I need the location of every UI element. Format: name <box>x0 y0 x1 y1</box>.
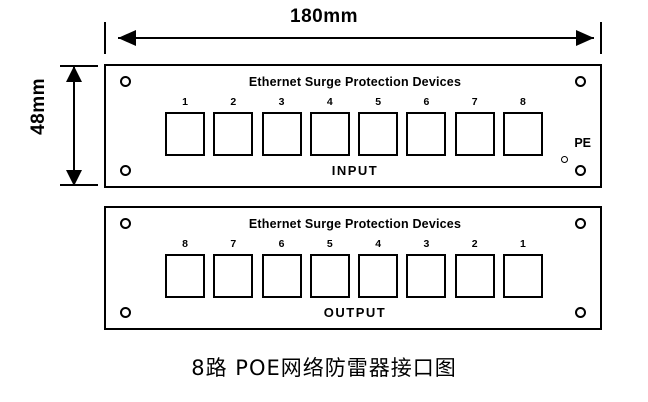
pe-terminal-label: PE <box>574 136 591 150</box>
arrow-down-icon <box>66 170 82 186</box>
rj45-port-icon <box>309 254 350 298</box>
screw-hole-icon <box>120 218 131 229</box>
panel-footer-input: INPUT <box>331 163 379 178</box>
panel-title: Ethernet Surge Protection Devices <box>248 75 462 89</box>
port-item[interactable]: 7 <box>212 238 254 302</box>
arrow-up-icon <box>66 66 82 82</box>
port-item[interactable]: 1 <box>502 238 544 302</box>
rj45-port-icon <box>213 254 254 298</box>
rj45-port-icon <box>309 112 350 156</box>
port-item[interactable]: 1 <box>164 96 206 160</box>
port-number: 8 <box>182 238 188 250</box>
port-number: 5 <box>375 96 382 108</box>
port-row-output: 8 7 6 5 4 3 2 <box>164 238 544 302</box>
port-number: 1 <box>182 96 188 108</box>
port-number: 6 <box>423 96 430 108</box>
pe-terminal-icon <box>561 156 568 163</box>
port-number: 8 <box>520 96 526 108</box>
screw-hole-icon <box>120 165 131 176</box>
rj45-port-icon <box>261 112 302 156</box>
screw-hole-icon <box>120 76 131 87</box>
width-dimension-label: 180mm <box>290 6 358 27</box>
port-item[interactable]: 6 <box>405 96 447 160</box>
port-item[interactable]: 5 <box>357 96 399 160</box>
panel-footer-output: OUTPUT <box>323 305 387 320</box>
panel-output: Ethernet Surge Protection Devices 8 7 6 … <box>104 206 602 330</box>
rj45-port-icon <box>165 254 205 298</box>
port-number: 4 <box>375 238 382 250</box>
port-item[interactable]: 2 <box>212 96 254 160</box>
port-number: 5 <box>326 238 333 250</box>
arrow-left-icon <box>118 30 136 46</box>
rj45-port-icon <box>454 254 495 298</box>
port-number: 7 <box>471 96 478 108</box>
port-number: 3 <box>423 238 430 250</box>
rj45-port-icon <box>261 254 302 298</box>
diagram-caption: 8路 POE网络防雷器接口图 <box>191 356 457 380</box>
width-extension-line-left <box>104 22 106 54</box>
rj45-port-icon <box>502 254 543 298</box>
port-item[interactable]: 4 <box>309 96 351 160</box>
port-number: 3 <box>278 96 285 108</box>
port-item[interactable]: 6 <box>261 238 303 302</box>
port-item[interactable]: 5 <box>309 238 351 302</box>
height-dimension-label: 48mm <box>28 78 49 135</box>
rj45-port-icon <box>213 112 254 156</box>
rj45-port-icon <box>358 254 399 298</box>
port-number: 1 <box>520 238 526 250</box>
width-dimension-line <box>118 37 594 39</box>
rj45-port-icon <box>502 112 543 156</box>
height-dimension-line <box>73 66 75 186</box>
rj45-port-icon <box>406 254 447 298</box>
port-row-input: 1 2 3 4 5 6 7 <box>164 96 544 160</box>
panel-input: Ethernet Surge Protection Devices 1 2 3 … <box>104 64 602 188</box>
screw-hole-icon <box>575 307 586 318</box>
width-extension-line-right <box>600 22 602 54</box>
screw-hole-icon <box>575 165 586 176</box>
arrow-right-icon <box>576 30 594 46</box>
rj45-port-icon <box>165 112 205 156</box>
port-item[interactable]: 8 <box>502 96 544 160</box>
port-item[interactable]: 3 <box>261 96 303 160</box>
port-item[interactable]: 2 <box>454 238 496 302</box>
panel-title: Ethernet Surge Protection Devices <box>248 217 462 231</box>
port-item[interactable]: 7 <box>454 96 496 160</box>
port-number: 2 <box>471 238 478 250</box>
rj45-port-icon <box>454 112 495 156</box>
screw-hole-icon <box>120 307 131 318</box>
port-item[interactable]: 8 <box>164 238 206 302</box>
port-item[interactable]: 3 <box>405 238 447 302</box>
port-item[interactable]: 4 <box>357 238 399 302</box>
rj45-port-icon <box>406 112 447 156</box>
screw-hole-icon <box>575 218 586 229</box>
port-number: 4 <box>326 96 333 108</box>
screw-hole-icon <box>575 76 586 87</box>
port-number: 6 <box>278 238 285 250</box>
rj45-port-icon <box>358 112 399 156</box>
port-number: 7 <box>230 238 237 250</box>
port-number: 2 <box>230 96 237 108</box>
